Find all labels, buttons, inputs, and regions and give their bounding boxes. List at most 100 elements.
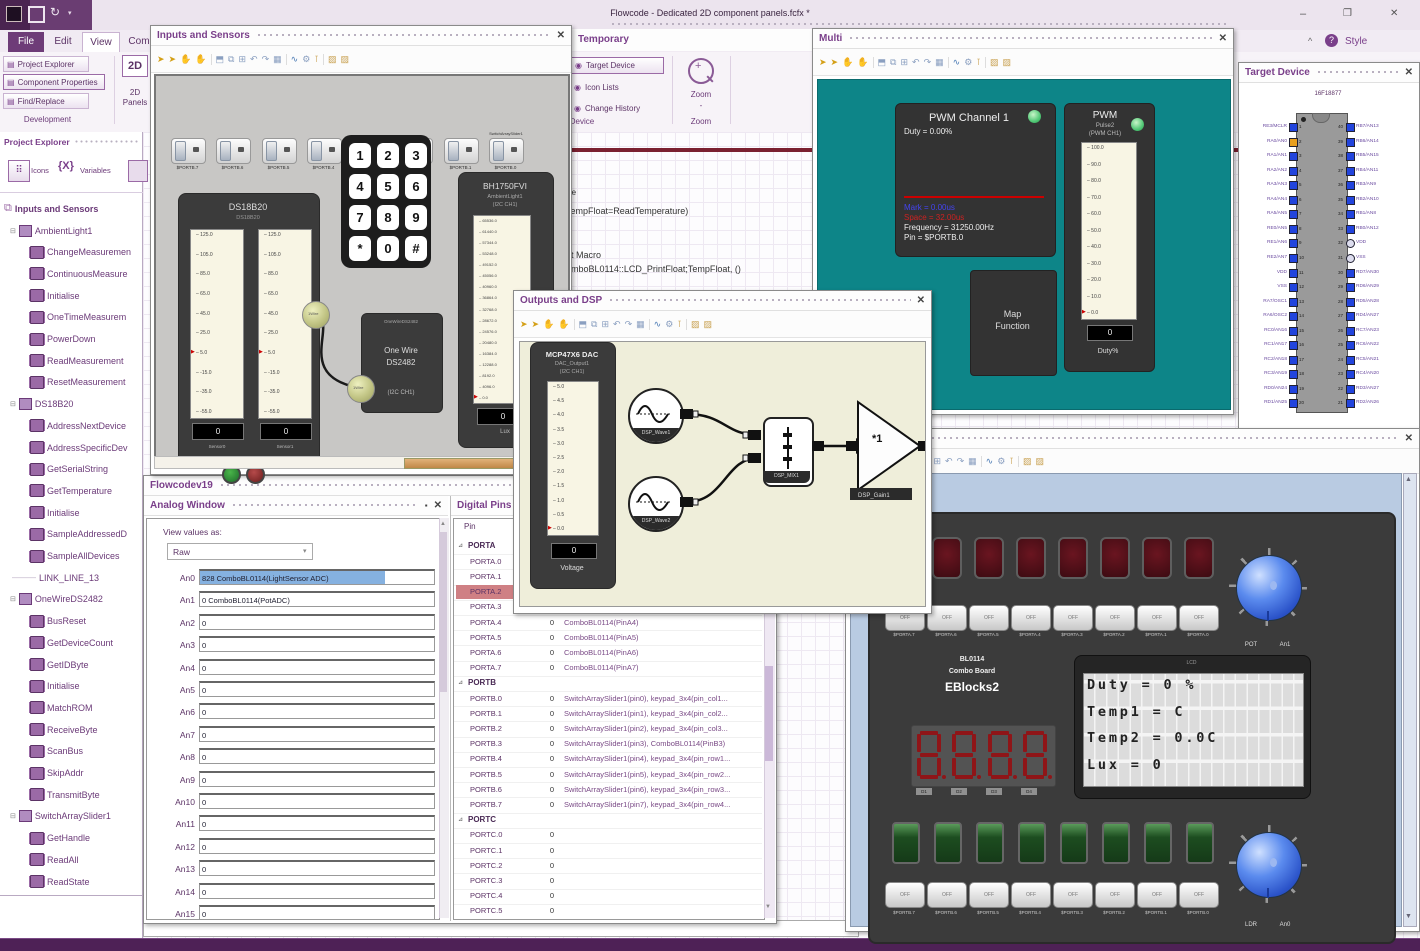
inputs-window[interactable]: Inputs and Sensors✕➤➤✋✋⬒⧉⊞↶↷▦∿⚙⊺▨▨$PORTB… <box>150 25 572 484</box>
zoom-minus[interactable]: - <box>699 101 703 110</box>
tree-item-readstate[interactable]: ReadState <box>30 871 90 893</box>
tree-toggle-icon[interactable]: ⊟ <box>10 813 16 821</box>
port-b-button[interactable]: OFF <box>885 882 925 908</box>
pin-pad-left[interactable] <box>1289 283 1298 293</box>
analog-value-field[interactable]: 0 <box>199 748 435 765</box>
keypad-key-0[interactable]: 0 <box>377 236 399 261</box>
pin-pad-left[interactable] <box>1289 297 1298 307</box>
pin-pad-right[interactable] <box>1346 399 1355 409</box>
select-cursor-icon[interactable]: ➤ <box>819 56 827 67</box>
inputs-canvas[interactable]: $PORTB.7$PORTB.6$PORTB.5$PORTB.4$PORTB.3… <box>154 74 570 484</box>
tree-item-busreset[interactable]: BusReset <box>30 610 86 632</box>
ribbon-toggle-target-device[interactable]: ◉Target Device <box>570 57 664 74</box>
redo-icon[interactable]: ↷ <box>261 53 270 64</box>
keypad-key-hash[interactable]: # <box>405 236 427 261</box>
switch-lever[interactable] <box>266 141 277 161</box>
pin-pad-left[interactable] <box>1289 181 1298 191</box>
pan-hand-add-icon[interactable]: ✋ <box>558 318 570 329</box>
tree-item-onetimemeasurem[interactable]: OneTimeMeasurem <box>30 307 126 329</box>
component-add-icon[interactable]: ⊞ <box>601 318 610 329</box>
pin-pad-right[interactable] <box>1346 210 1355 220</box>
component-add-icon[interactable]: ⊞ <box>900 56 909 67</box>
dsp-wave-node[interactable]: DSP_Wave1 <box>628 388 684 444</box>
port-a-button[interactable]: OFF <box>1011 605 1051 631</box>
scroll-up-icon[interactable]: ▲ <box>1405 476 1412 483</box>
port-b-button[interactable]: OFF <box>1011 882 1051 908</box>
toggle-switch[interactable] <box>307 138 342 164</box>
pin-pad-left[interactable] <box>1289 195 1298 205</box>
digital-pin-row[interactable]: ⊿PORTC <box>454 813 762 829</box>
tab-view[interactable]: View <box>82 32 120 52</box>
pin-pad-right[interactable] <box>1346 384 1355 394</box>
tree-item-gethandle[interactable]: GetHandle <box>30 827 90 849</box>
macro-rec-icon[interactable]: ▨ <box>690 318 700 329</box>
analog-value-field[interactable]: 0 <box>199 613 435 630</box>
macro-play-icon[interactable]: ▨ <box>1035 455 1044 466</box>
tree-item-receivebyte[interactable]: ReceiveByte <box>30 719 98 741</box>
pan-hand-icon[interactable]: ✋ <box>543 318 555 329</box>
icons-button-label[interactable]: Icons <box>31 166 49 175</box>
pin-pad-left[interactable] <box>1289 253 1298 263</box>
pin-pad-right[interactable] <box>1346 355 1355 365</box>
keypad-key-3[interactable]: 3 <box>405 143 427 168</box>
tree-item-changemeasuremen[interactable]: ChangeMeasuremen <box>30 241 131 263</box>
tree-item-addressspecificdev[interactable]: AddressSpecificDev <box>30 437 128 459</box>
tree-item-onewireds2482[interactable]: ⊟OneWireDS2482 <box>10 589 103 611</box>
grid-icon[interactable]: ▦ <box>935 56 944 67</box>
keypad-key-8[interactable]: 8 <box>377 205 399 230</box>
keypad-key-7[interactable]: 7 <box>349 205 371 230</box>
grid-icon[interactable]: ▦ <box>636 318 645 329</box>
chart-icon[interactable]: ∿ <box>952 56 961 67</box>
port-a-button[interactable]: OFF <box>1137 605 1177 631</box>
pin-icon[interactable]: ⊺ <box>976 56 981 67</box>
pan-hand-icon[interactable]: ✋ <box>842 56 854 67</box>
pin-pad-right[interactable] <box>1346 268 1355 278</box>
pin-pad-right[interactable] <box>1346 195 1355 205</box>
copy-icon[interactable]: ⧉ <box>890 56 897 67</box>
port-a-button[interactable]: OFF <box>1095 605 1135 631</box>
component-add-icon[interactable]: ⊞ <box>238 53 247 64</box>
zoom-text[interactable]: Zoom <box>690 90 712 99</box>
tree-item-readmeasurement[interactable]: ReadMeasurement <box>30 350 124 372</box>
switch-lever[interactable] <box>220 141 231 161</box>
pan-hand-add-icon[interactable]: ✋ <box>857 56 869 67</box>
pin-pad-left[interactable] <box>1289 341 1298 351</box>
analog-value-field[interactable]: 0 <box>199 860 435 877</box>
switch-lever[interactable] <box>448 141 459 161</box>
tree-item-inputs-and-sensors[interactable]: ⧉Inputs and Sensors <box>4 198 98 220</box>
toggle-switch[interactable] <box>489 138 524 164</box>
select-cursor-icon[interactable]: ➤ <box>520 318 528 329</box>
tree-item-initialise[interactable]: Initialise <box>30 675 80 697</box>
braces-x-icon[interactable]: {X} <box>58 160 74 172</box>
pin-pad-right[interactable] <box>1346 123 1355 132</box>
scroll-down-icon[interactable]: ▼ <box>1405 913 1412 920</box>
analog-value-field[interactable]: 0 <box>199 793 435 809</box>
close-icon[interactable]: ✕ <box>433 500 442 511</box>
grid-icon[interactable]: ▦ <box>968 455 977 466</box>
redo-icon[interactable]: ↷ <box>624 318 633 329</box>
toggle-switch[interactable] <box>171 138 206 164</box>
settings-icon[interactable]: ⚙ <box>302 53 311 64</box>
ribbon-button-component-properties[interactable]: ▤Component Properties <box>3 74 105 90</box>
tree-item-ds18b20[interactable]: ⊟DS18B20 <box>10 393 73 415</box>
analog-value-field[interactable]: 828 ComboBL0114(LightSensor ADC) <box>199 569 435 585</box>
pin-pad-right[interactable] <box>1346 370 1355 380</box>
style-label[interactable]: Style <box>1345 36 1368 47</box>
pin-pad-right[interactable] <box>1346 152 1355 162</box>
keypad-key-5[interactable]: 5 <box>377 174 399 199</box>
